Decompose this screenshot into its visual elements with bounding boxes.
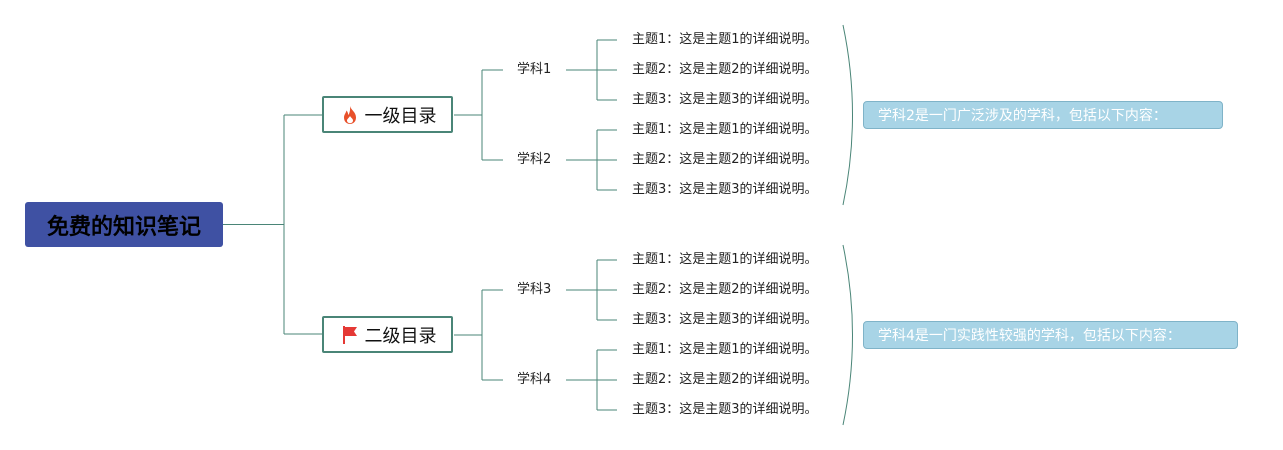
subject-node[interactable]: 学科1: [517, 62, 551, 78]
topic-node[interactable]: 主题2：这是主题2的详细说明。: [632, 152, 818, 168]
topic-text: 主题2：这是主题2的详细说明。: [632, 62, 818, 77]
summary-box[interactable]: 学科2是一门广泛涉及的学科，包括以下内容：: [863, 101, 1223, 129]
subject-4-connector: [566, 349, 617, 411]
topic-text: 主题2：这是主题2的详细说明。: [632, 282, 818, 297]
branch-second-level[interactable]: 二级目录: [322, 316, 453, 353]
summary-box[interactable]: 学科4是一门实践性较强的学科，包括以下内容：: [863, 321, 1238, 349]
summary-text: 学科4是一门实践性较强的学科，包括以下内容：: [878, 328, 1181, 344]
topic-node[interactable]: 主题3：这是主题3的详细说明。: [632, 182, 818, 198]
branch-first-level[interactable]: 一级目录: [322, 96, 453, 133]
topic-text: 主题1：这是主题1的详细说明。: [632, 122, 818, 137]
topic-text: 主题3：这是主题3的详细说明。: [632, 92, 818, 107]
topic-text: 主题1：这是主题1的详细说明。: [632, 342, 818, 357]
topic-node[interactable]: 主题1：这是主题1的详细说明。: [632, 252, 818, 268]
topic-node[interactable]: 主题2：这是主题2的详细说明。: [632, 372, 818, 388]
subject-3-connector: [566, 259, 617, 321]
topic-text: 主题1：这是主题1的详细说明。: [632, 252, 818, 267]
topic-text: 主题3：这是主题3的详细说明。: [632, 402, 818, 417]
root-topic[interactable]: 免费的知识笔记: [25, 202, 223, 247]
branch-label: 二级目录: [364, 325, 437, 347]
root-connector: [223, 114, 322, 335]
subject-label: 学科2: [517, 152, 552, 167]
fire-icon: [339, 104, 361, 126]
subject-label: 学科4: [517, 372, 552, 387]
subject-label: 学科3: [517, 282, 552, 297]
subject-node[interactable]: 学科2: [517, 152, 551, 168]
summary-brace-2: [842, 244, 853, 426]
topic-node[interactable]: 主题3：这是主题3的详细说明。: [632, 402, 818, 418]
branch-label: 一级目录: [364, 105, 437, 127]
branch-2-connector: [454, 289, 503, 381]
subject-node[interactable]: 学科4: [517, 372, 551, 388]
topic-text: 主题2：这是主题2的详细说明。: [632, 152, 818, 167]
summary-text: 学科2是一门广泛涉及的学科，包括以下内容：: [878, 108, 1167, 124]
root-title: 免费的知识笔记: [46, 214, 201, 240]
subject-node[interactable]: 学科3: [517, 282, 551, 298]
topic-node[interactable]: 主题2：这是主题2的详细说明。: [632, 62, 818, 78]
topic-node[interactable]: 主题1：这是主题1的详细说明。: [632, 32, 818, 48]
branch-1-connector: [454, 69, 503, 161]
topic-node[interactable]: 主题3：这是主题3的详细说明。: [632, 312, 818, 328]
topic-text: 主题1：这是主题1的详细说明。: [632, 32, 818, 47]
topic-node[interactable]: 主题3：这是主题3的详细说明。: [632, 92, 818, 108]
topic-text: 主题3：这是主题3的详细说明。: [632, 182, 818, 197]
flag-icon: [339, 324, 361, 346]
topic-node[interactable]: 主题1：这是主题1的详细说明。: [632, 122, 818, 138]
topic-node[interactable]: 主题2：这是主题2的详细说明。: [632, 282, 818, 298]
topic-node[interactable]: 主题1：这是主题1的详细说明。: [632, 342, 818, 358]
subject-2-connector: [566, 129, 617, 191]
subject-label: 学科1: [517, 62, 552, 77]
topic-text: 主题3：这是主题3的详细说明。: [632, 312, 818, 327]
summary-brace-1: [842, 24, 853, 206]
subject-1-connector: [566, 39, 617, 101]
topic-text: 主题2：这是主题2的详细说明。: [632, 372, 818, 387]
